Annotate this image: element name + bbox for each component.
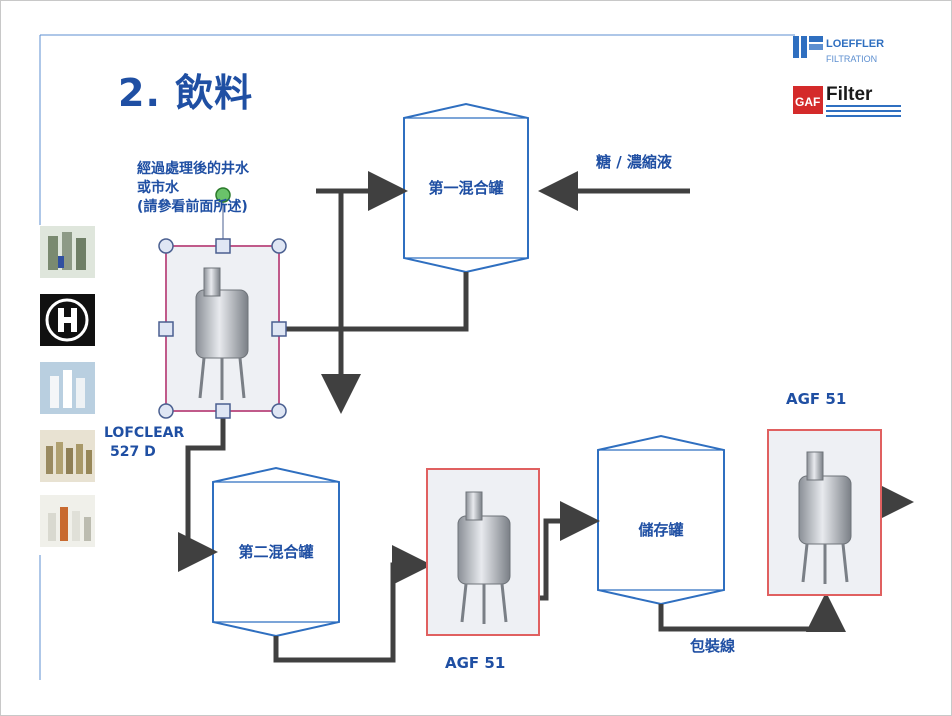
- source-line2: 或市水: [137, 180, 179, 196]
- filter-rack-photo-icon: [40, 430, 95, 482]
- agf-filter-right: [767, 429, 882, 596]
- filtration-word: FILTRATION: [826, 54, 877, 64]
- resize-handle-s[interactable]: [215, 403, 231, 419]
- resize-handle-n[interactable]: [215, 238, 231, 254]
- filter-housing-photo-icon: [40, 226, 95, 278]
- flow-to-agf-right: [658, 592, 846, 632]
- gaf-badge-text: GAF: [795, 95, 820, 109]
- resize-handle-nw[interactable]: [158, 238, 174, 254]
- lofclear-line1: LOFCLEAR: [104, 425, 185, 441]
- agf-right-label: AGF 51: [786, 390, 847, 408]
- loeffler-logo: LOEFFLER FILTRATION: [793, 33, 903, 73]
- tank-mix2: [212, 466, 340, 638]
- selection-handles[interactable]: [158, 187, 287, 419]
- agf-filter-middle: [426, 468, 540, 636]
- page-title: 2. 飲料: [118, 71, 254, 115]
- lofclear-filter-unit[interactable]: [165, 245, 280, 412]
- tank-storage: [597, 434, 725, 606]
- tank-mix1-label: 第一混合罐: [428, 179, 504, 197]
- h-logo-icon: [40, 294, 95, 346]
- tank-mix2-label: 第二混合罐: [238, 543, 314, 561]
- loeffler-word: LOEFFLER: [826, 38, 884, 50]
- source-line3: (請參看前面所述): [137, 199, 248, 215]
- resize-handle-e[interactable]: [271, 321, 287, 337]
- agf-middle-label: AGF 51: [445, 654, 506, 672]
- lofclear-label: LOFCLEAR 527 D: [104, 424, 184, 462]
- bottles-photo-icon: [40, 495, 95, 547]
- source-line1: 經過處理後的井水: [137, 161, 249, 177]
- syrup-label: 糖 / 濃縮液: [596, 153, 672, 171]
- flow-mix1-return: [285, 272, 469, 332]
- resize-handle-sw[interactable]: [158, 403, 174, 419]
- cartridge-photo-icon: [40, 362, 95, 414]
- resize-handle-ne[interactable]: [271, 238, 287, 254]
- tank-storage-label: 儲存罐: [638, 521, 684, 539]
- rotate-handle[interactable]: [215, 187, 231, 203]
- source-water-label: 經過處理後的井水 或市水 (請參看前面所述): [137, 160, 249, 217]
- lofclear-line2: 527 D: [110, 444, 156, 460]
- packaging-line-label: 包裝線: [690, 637, 736, 655]
- resize-handle-w[interactable]: [158, 321, 174, 337]
- flow-to-mix2: [178, 412, 226, 572]
- resize-handle-se[interactable]: [271, 403, 287, 419]
- gaf-filter-logo: GAF Filter: [793, 80, 903, 120]
- filter-word: Filter: [826, 84, 873, 105]
- flow-to-agf-middle: [273, 545, 432, 663]
- tank-mix1: [403, 102, 529, 274]
